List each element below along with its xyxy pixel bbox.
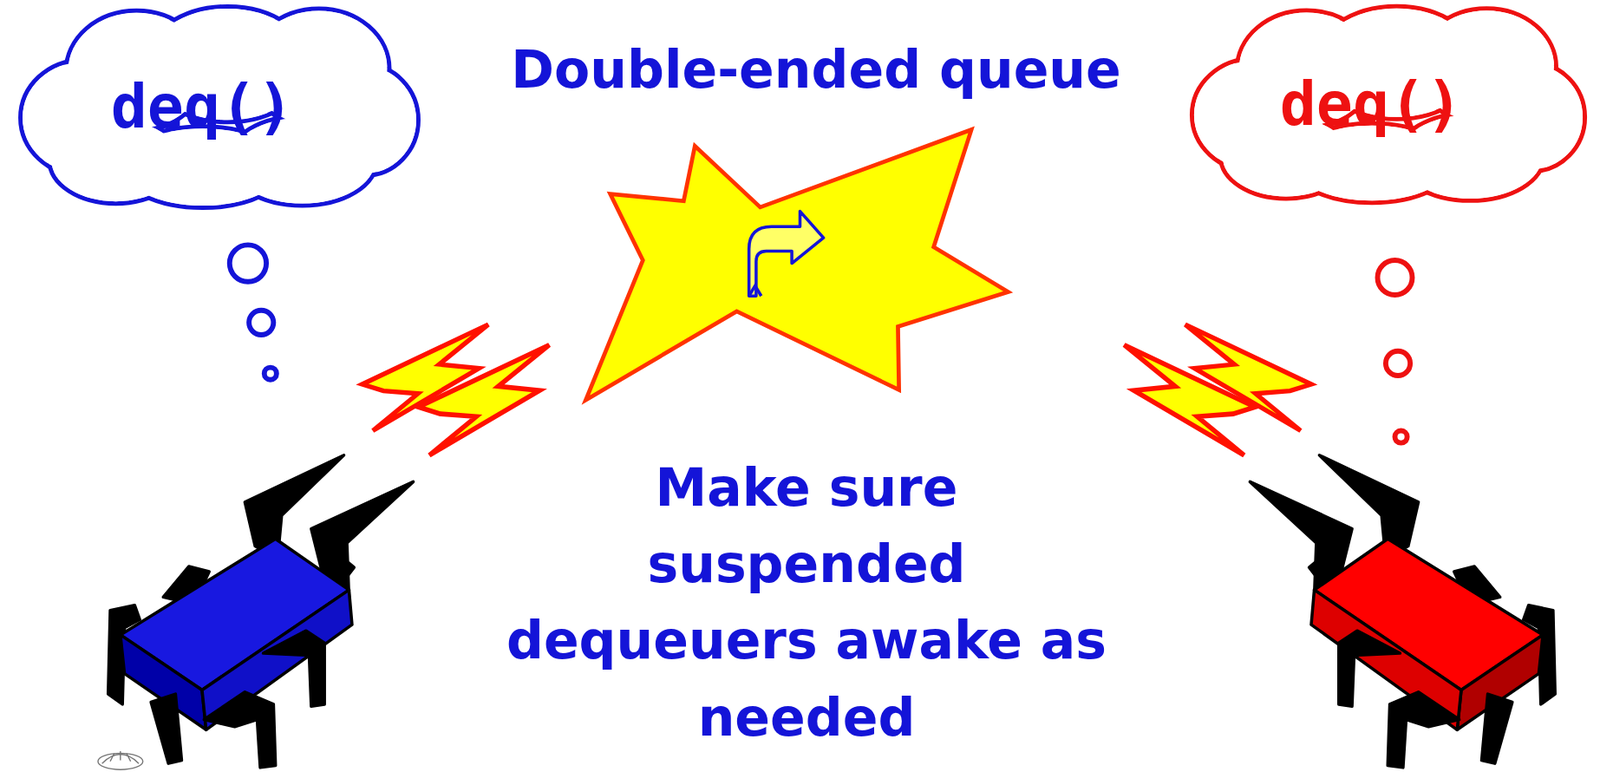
robot-leg xyxy=(150,693,182,764)
note-text: Make sure suspended dequeuers awake as n… xyxy=(496,449,1117,756)
robot-leg xyxy=(263,630,326,706)
robot-leg xyxy=(203,692,275,768)
lightning-bolt xyxy=(1123,345,1255,456)
arrow-icon-tail xyxy=(749,285,762,296)
thought-cloud: deq() xyxy=(12,0,427,215)
thought-bubble xyxy=(1377,260,1412,295)
blue-robot xyxy=(108,455,414,768)
thought-bubble xyxy=(1385,351,1411,376)
red-robot xyxy=(1249,455,1555,768)
arrow-icon xyxy=(749,211,824,297)
logo xyxy=(97,751,144,770)
cloud-text: deq() xyxy=(1280,71,1463,138)
thought-bubble xyxy=(229,244,267,281)
thought-cloud: deq() xyxy=(1183,0,1594,209)
thought-bubble xyxy=(248,310,274,335)
robot-leg xyxy=(1338,630,1401,706)
thought-bubble xyxy=(1394,431,1407,444)
thought-bubble xyxy=(264,367,277,380)
starburst xyxy=(585,129,1008,400)
cloud-text: deq() xyxy=(111,73,294,141)
robot-leg xyxy=(1387,692,1459,768)
diagram-title: Double-ended queue xyxy=(510,38,1122,101)
robot-leg xyxy=(1482,693,1513,764)
lightning-bolt xyxy=(417,345,549,456)
